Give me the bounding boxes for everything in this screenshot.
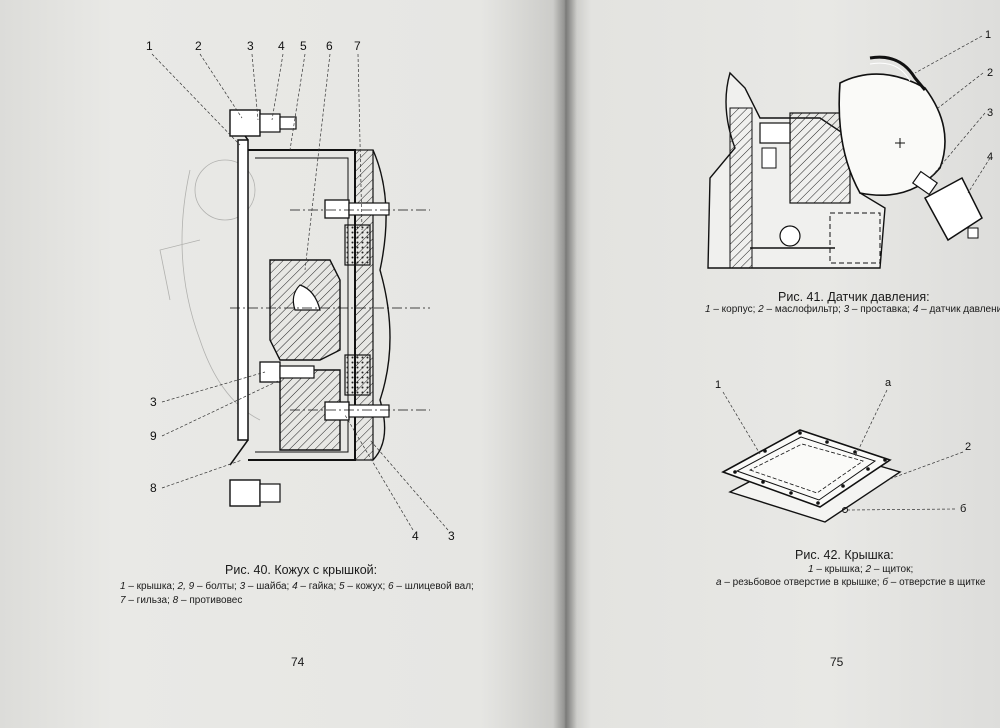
fig41-callout-4: 4 [987,151,993,163]
fig40-callout-9-left: 9 [150,429,157,443]
fig41-title: Рис. 41. Датчик давления: [778,290,930,304]
fig40-callout-8-left: 8 [150,481,157,495]
fig40-callout-1: 1 [146,39,153,53]
page-number-right: 75 [830,655,844,669]
fig40-callout-3: 3 [247,39,254,53]
fig42-legend-text: – резьбовое отверстие в крышке; [721,577,883,588]
fig40-legend-text: – шайба; [245,581,293,592]
fig41-drawing: 1 2 3 4 [707,29,993,269]
fig40-legend-num: 2, 9 [177,581,195,592]
fig42-legend-text: – крышка; [813,564,866,575]
fig40-legend-text: – шлицевой вал; [393,581,474,592]
fig42-callout-1: 1 [715,379,721,391]
fig40-callout-2: 2 [195,39,202,53]
fig41-legend-text: – корпус; [710,304,759,315]
fig40-callout-4: 4 [278,39,285,53]
fig42-title: Рис. 42. Крышка: [795,548,894,562]
fig40-legend-num: 8 [172,595,179,606]
fig40-legend-num: 4 [292,581,298,592]
fig41-legend: 1 – корпус; 2 – маслофильтр; 3 – простав… [705,303,1000,317]
fig42-legend-line2: а – резьбовое отверстие в крышке; б – от… [716,576,985,590]
fig41-legend-num: 3 [843,304,850,315]
fig40-title: Рис. 40. Кожух с крышкой: [225,563,378,577]
fig41-legend-text: – датчик давления [918,304,1000,315]
fig40-legend-line1: 1 – крышка; 2, 9 – болты; 3 – шайба; 4 –… [120,580,474,594]
fig40-legend-num: 6 [388,581,394,592]
fig40-callout-7: 7 [354,39,361,53]
fig40-legend-num: 3 [239,581,246,592]
fig40-legend-num: 5 [339,581,345,592]
fig40-callout-3-bottom: 3 [448,529,455,543]
fig40-callout-3-left: 3 [150,395,157,409]
fig42-legend-text: – отверстие в щитке [888,577,986,588]
fig42-legend-line1: 1 – крышка; 2 – щиток; [808,563,913,577]
fig41-legend-text: – проставка; [849,304,913,315]
fig40-legend-text: – гильза; [125,595,173,606]
book-gutter [553,0,577,728]
fig41-legend-num: 2 [758,304,764,315]
fig41-legend-num: 4 [912,304,919,315]
fig40-legend-text: – гайка; [297,581,340,592]
fig40-legend-num: 7 [120,595,126,606]
fig40-callout-6: 6 [326,39,333,53]
fig40-legend-text: – кожух; [344,581,389,592]
fig42-drawing: 1 a 2 б [715,377,971,523]
page-number-left: 74 [291,655,305,669]
fig42-callout-2: 2 [965,441,971,453]
fig42-legend-num: 2 [865,564,872,575]
fig40-callout-4-bottom: 4 [412,529,419,543]
fig41-legend-num: 1 [705,304,711,315]
fig41-callout-1: 1 [985,29,991,41]
fig42-legend-text: – щиток; [871,564,914,575]
fig40-legend-num: 1 [120,581,126,592]
fig41-callout-3: 3 [987,107,993,119]
fig40-callout-5: 5 [300,39,307,53]
fig41-callout-2: 2 [987,67,993,79]
fig40-drawing: 1 2 3 4 5 6 7 3 9 8 4 3 [146,39,455,543]
fig42-legend-num: б [882,577,888,588]
fig40-legend-text: – противовес [178,595,243,606]
fig42-legend-num: 1 [808,564,814,575]
fig41-legend-text: – маслофильтр; [763,304,844,315]
fig40-legend-text: – болты; [194,581,240,592]
fig42-callout-b: б [960,503,966,515]
fig40-legend-text: – крышка; [125,581,178,592]
fig42-callout-a: a [885,377,892,389]
fig40-legend-line2: 7 – гильза; 8 – противовес [120,594,242,608]
fig42-legend-num: а [716,577,722,588]
